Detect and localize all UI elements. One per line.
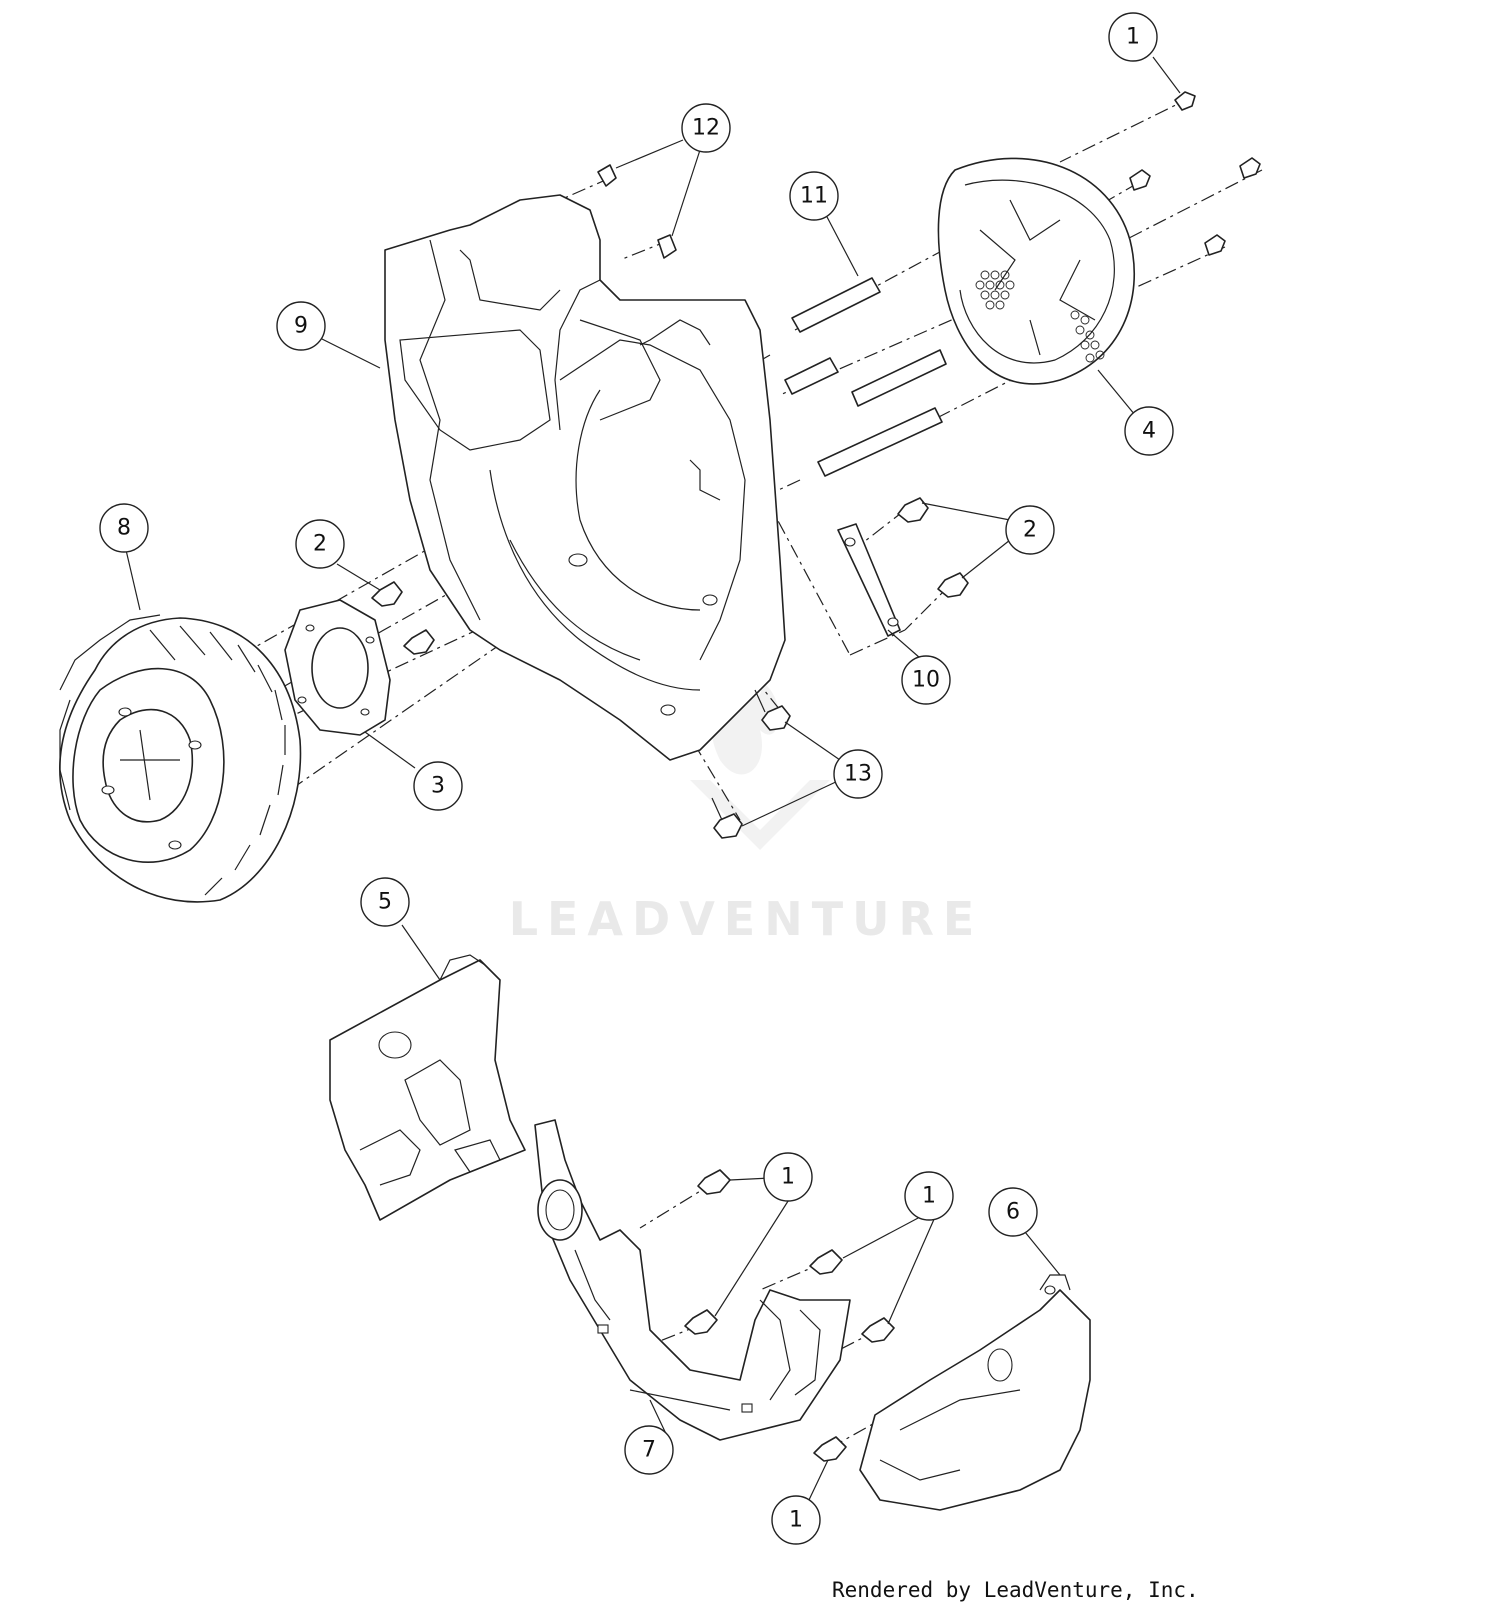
watermark-text: LEADVENTURE xyxy=(509,892,984,946)
support-bracket[interactable] xyxy=(837,523,901,637)
svg-text:9: 9 xyxy=(294,314,308,339)
screws-bracket[interactable] xyxy=(897,497,969,598)
screws-housing-lower[interactable] xyxy=(711,689,791,839)
callout-6[interactable]: 6 xyxy=(988,1187,1038,1237)
blower-housing[interactable] xyxy=(384,194,786,761)
callout-2-left[interactable]: 2 xyxy=(295,519,345,569)
svg-text:1: 1 xyxy=(781,1165,795,1190)
spacer-rods[interactable] xyxy=(784,277,947,477)
callout-3[interactable]: 3 xyxy=(413,761,463,811)
svg-text:12: 12 xyxy=(692,116,720,141)
lower-shroud-right[interactable] xyxy=(859,1274,1091,1511)
callout-2-right[interactable]: 2 xyxy=(1005,505,1055,555)
flywheel-fan[interactable] xyxy=(59,614,302,903)
svg-text:13: 13 xyxy=(844,762,872,787)
lower-shroud-left[interactable] xyxy=(329,954,526,1221)
rotating-screen[interactable] xyxy=(937,157,1135,385)
screws-plate[interactable] xyxy=(371,581,435,655)
screws-upper-right[interactable] xyxy=(1129,91,1261,256)
callout-13[interactable]: 13 xyxy=(833,749,883,799)
svg-text:2: 2 xyxy=(313,532,327,557)
callout-1-bracket-b[interactable]: 1 xyxy=(904,1171,954,1221)
callout-9[interactable]: 9 xyxy=(276,301,326,351)
leader-lines xyxy=(125,56,1181,1503)
svg-text:7: 7 xyxy=(642,1438,656,1463)
callout-10[interactable]: 10 xyxy=(901,655,951,705)
lower-shroud-bracket[interactable] xyxy=(534,1119,851,1441)
svg-text:6: 6 xyxy=(1006,1200,1020,1225)
svg-text:4: 4 xyxy=(1142,419,1156,444)
svg-text:1: 1 xyxy=(1126,25,1140,50)
svg-text:5: 5 xyxy=(378,890,392,915)
render-credit: Rendered by LeadVenture, Inc. xyxy=(832,1578,1199,1602)
flywheel-adapter-plate[interactable] xyxy=(284,599,391,736)
svg-text:8: 8 xyxy=(117,516,131,541)
svg-text:1: 1 xyxy=(789,1508,803,1533)
screws-lower[interactable] xyxy=(684,1169,895,1462)
callout-7[interactable]: 7 xyxy=(624,1425,674,1475)
callout-8[interactable]: 8 xyxy=(99,503,149,553)
callout-12[interactable]: 12 xyxy=(681,103,731,153)
svg-text:2: 2 xyxy=(1023,518,1037,543)
callout-11[interactable]: 11 xyxy=(789,171,839,221)
callout-1-top[interactable]: 1 xyxy=(1108,12,1158,62)
callout-5[interactable]: 5 xyxy=(360,877,410,927)
svg-text:11: 11 xyxy=(800,184,828,209)
svg-text:10: 10 xyxy=(912,668,940,693)
svg-text:1: 1 xyxy=(922,1184,936,1209)
callout-1-bottom[interactable]: 1 xyxy=(771,1495,821,1545)
svg-text:3: 3 xyxy=(431,774,445,799)
callout-4[interactable]: 4 xyxy=(1124,406,1174,456)
speed-nut-clips[interactable] xyxy=(597,164,677,259)
callout-1-bracket-a[interactable]: 1 xyxy=(763,1152,813,1202)
